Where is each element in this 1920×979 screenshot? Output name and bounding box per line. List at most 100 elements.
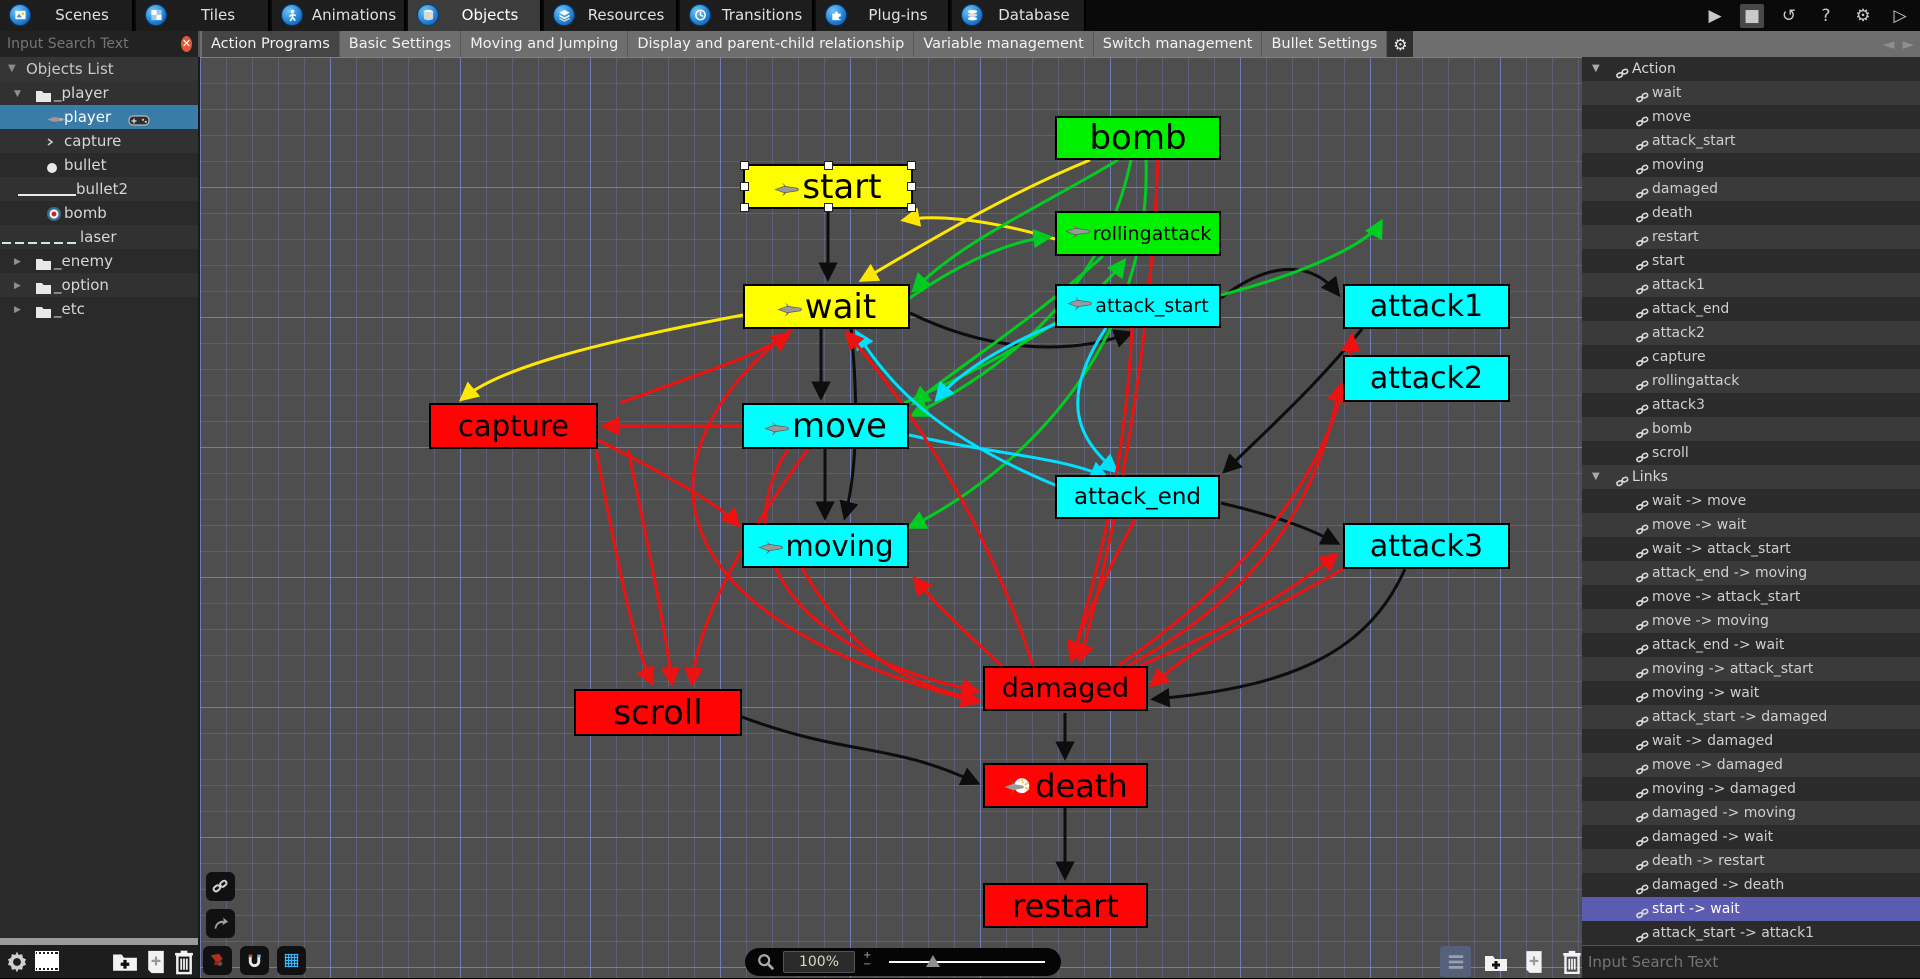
action-item-attack2[interactable]: attack2 [1582,321,1920,345]
action-node-attack_start[interactable]: attack_start [1055,284,1221,328]
tab-display-and-parent-child-relationship[interactable]: Display and parent-child relationship [628,31,915,57]
link-item-attack-end-moving[interactable]: attack_end -> moving [1582,561,1920,585]
action-node-scroll[interactable]: scroll [574,689,742,736]
action-node-restart[interactable]: restart [983,883,1148,928]
tab-scenes[interactable]: Scenes [0,0,134,31]
action-node-wait[interactable]: wait [743,284,910,329]
chevron-down-icon[interactable]: ▼ [1592,471,1600,482]
action-node-attack3[interactable]: attack3 [1343,523,1510,569]
action-node-move[interactable]: move [742,403,909,449]
action-node-attack2[interactable]: attack2 [1343,355,1510,402]
link-item-damaged-wait[interactable]: damaged -> wait [1582,825,1920,849]
selection-handle[interactable] [907,203,916,212]
zoom-slider-thumb[interactable] [926,955,941,967]
tab-database[interactable]: Database [952,0,1086,31]
link-item-attack-end-wait[interactable]: attack_end -> wait [1582,633,1920,657]
magnet-snap-button[interactable] [240,946,269,975]
selection-handle[interactable] [740,181,749,191]
tree-item-bullet2[interactable]: bullet2 [0,177,198,201]
section-header-action[interactable]: ▼Action [1582,57,1920,81]
expanded-icon[interactable]: ▼ [14,89,21,99]
action-item-restart[interactable]: restart [1582,225,1920,249]
tab-action-programs[interactable]: Action Programs [202,31,340,57]
collapsed-icon[interactable]: ▶ [14,281,21,291]
grid-toggle-button[interactable] [277,946,306,975]
tab-plug-ins[interactable]: Plug-ins [816,0,950,31]
action-item-capture[interactable]: capture [1582,345,1920,369]
action-item-attack3[interactable]: attack3 [1582,393,1920,417]
tab-basic-settings[interactable]: Basic Settings [340,31,462,57]
selection-handle[interactable] [740,203,749,212]
tree-item-laser[interactable]: laser [0,225,198,249]
add-item-icon[interactable] [146,949,166,979]
play-icon[interactable]: ▶ [1708,5,1722,26]
link-tool-button[interactable] [206,872,235,901]
action-item-attack-start[interactable]: attack_start [1582,129,1920,153]
action-item-move[interactable]: move [1582,105,1920,129]
tab-switch-management[interactable]: Switch management [1094,31,1263,57]
tab-variable-management[interactable]: Variable management [914,31,1094,57]
link-item-move-attack-start[interactable]: move -> attack_start [1582,585,1920,609]
tab-transitions[interactable]: Transitions [680,0,814,31]
trash-icon[interactable] [174,949,194,979]
action-node-bomb[interactable]: bomb [1055,116,1221,160]
tree-item-bomb[interactable]: bomb [0,201,198,225]
selection-handle[interactable] [824,203,833,212]
action-item-attack-end[interactable]: attack_end [1582,297,1920,321]
action-item-start[interactable]: start [1582,249,1920,273]
add-folder-button[interactable] [1480,946,1511,977]
action-node-start[interactable]: start [740,161,916,212]
tree-item-player[interactable]: player [0,105,198,129]
tree-item-bullet[interactable]: bullet [0,153,198,177]
action-item-death[interactable]: death [1582,201,1920,225]
eraser-brush-button[interactable] [203,946,232,975]
action-item-scroll[interactable]: scroll [1582,441,1920,465]
settings-icon[interactable]: ⚙ [1855,5,1871,26]
action-node-damaged[interactable]: damaged [983,666,1148,711]
selection-handle[interactable] [824,161,833,170]
zoom-slider[interactable] [883,951,1049,973]
reset-icon[interactable]: ↺ [1781,5,1797,26]
back-icon[interactable]: ◄ [1882,35,1895,53]
action-node-attack_end[interactable]: attack_end [1055,475,1220,519]
objects-search-input[interactable] [0,36,181,52]
stop-icon[interactable]: ■ [1740,3,1764,28]
list-view-button[interactable] [1440,946,1471,977]
clear-search-icon[interactable]: ✕ [181,36,192,52]
tree-item-enemy[interactable]: ▶_enemy [0,249,198,273]
tab-resources[interactable]: Resources [544,0,678,31]
redo-tool-button[interactable] [206,909,235,938]
link-item-damaged-death[interactable]: damaged -> death [1582,873,1920,897]
selection-handle[interactable] [740,161,749,170]
selection-handle[interactable] [907,181,916,191]
chevron-down-icon[interactable]: ▼ [1592,63,1600,74]
action-settings-gear-icon[interactable]: ⚙ [1387,31,1414,57]
selection-handle[interactable] [907,161,916,170]
section-header-links[interactable]: ▼Links [1582,465,1920,489]
tree-item-etc[interactable]: ▶_etc [0,297,198,321]
action-item-attack1[interactable]: attack1 [1582,273,1920,297]
collapsed-icon[interactable]: ▶ [14,305,21,315]
link-item-moving-damaged[interactable]: moving -> damaged [1582,777,1920,801]
action-node-capture[interactable]: capture [429,403,598,449]
collapsed-icon[interactable]: ▶ [14,257,21,267]
link-item-attack-start-damaged[interactable]: attack_start -> damaged [1582,705,1920,729]
link-item-start-wait[interactable]: start -> wait [1582,897,1920,921]
link-item-wait-move[interactable]: wait -> move [1582,489,1920,513]
action-node-death[interactable]: death [983,763,1148,808]
objects-list-header[interactable]: ▼ Objects List [0,57,198,81]
link-item-attack-start-attack1[interactable]: attack_start -> attack1 [1582,921,1920,945]
action-item-moving[interactable]: moving [1582,153,1920,177]
delete-button[interactable] [1556,946,1582,977]
help-icon[interactable]: ? [1821,5,1831,26]
link-item-death-restart[interactable]: death -> restart [1582,849,1920,873]
step-icon[interactable]: ▷ [1893,5,1907,26]
tree-item-player[interactable]: ▼_player [0,81,198,105]
links-search-input[interactable] [1582,946,1920,978]
tree-hscrollbar[interactable] [0,938,198,945]
tree-item-capture[interactable]: capture [0,129,198,153]
add-folder-icon[interactable] [112,949,138,977]
link-item-moving-attack-start[interactable]: moving -> attack_start [1582,657,1920,681]
tab-tiles[interactable]: Tiles [136,0,270,31]
